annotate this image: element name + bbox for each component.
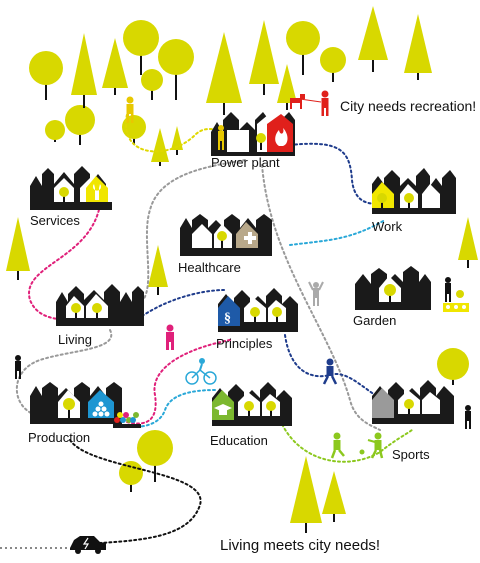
- tree-icon: [217, 231, 227, 248]
- round-tree: [45, 120, 65, 142]
- paragraph-icon: §: [224, 311, 231, 326]
- tree-icon: [272, 307, 282, 322]
- tree-icon: [59, 187, 69, 202]
- path-power-to-sports: [261, 164, 381, 431]
- conifer-tree: [171, 126, 183, 155]
- conifer-tree: [404, 14, 432, 80]
- round-tree: [141, 69, 163, 100]
- node-healthcare[interactable]: Healthcare: [178, 214, 272, 275]
- conifer-tree: [322, 471, 346, 522]
- node-label: Living: [58, 332, 92, 347]
- dog-icon: [290, 94, 305, 109]
- path-production-to-road: [69, 439, 202, 544]
- conifer-tree: [290, 456, 322, 533]
- conifer-tree: [148, 245, 168, 295]
- person-grey-icon: [308, 281, 324, 306]
- conifer-tree: [151, 128, 169, 166]
- dog-walker-icon: [299, 90, 329, 116]
- tree-icon: [92, 303, 102, 318]
- soccer-player-icon: [330, 432, 345, 459]
- tree-icon: [404, 193, 414, 208]
- node-label: Education: [210, 433, 268, 448]
- cross-icon: [244, 232, 256, 244]
- path-forest-to-power: [125, 109, 236, 153]
- ball-icon: [359, 449, 365, 455]
- gardener-icon: [445, 277, 464, 302]
- path-power-to-living: [134, 159, 246, 306]
- person-black-icon: [465, 405, 471, 429]
- person-icon: [218, 125, 224, 150]
- tree-icon: [256, 133, 266, 150]
- flame-icon: [275, 128, 288, 146]
- soccer-player-icon: [367, 432, 384, 459]
- round-tree: [65, 105, 95, 145]
- person-black-icon: [15, 355, 21, 379]
- path-living-to-production: [15, 329, 113, 416]
- conifer-tree: [102, 38, 128, 95]
- tree-icon: [404, 399, 414, 414]
- tree-icon: [250, 307, 260, 322]
- person-walking-navy-icon: [322, 358, 338, 385]
- conifer-tree: [206, 32, 242, 115]
- conifer-tree: [358, 6, 388, 72]
- flower-icons: [443, 303, 469, 312]
- round-tree: [137, 430, 173, 482]
- node-label: Garden: [353, 313, 396, 328]
- graduation-cap-icon: [214, 404, 232, 415]
- node-label: Services: [30, 213, 80, 228]
- tree-icon: [266, 401, 276, 416]
- path-living-to-principles: [129, 289, 226, 326]
- person-yellow-icon: [126, 96, 134, 123]
- wrench-icon: [93, 184, 101, 200]
- recreation-callout: City needs recreation!: [340, 98, 476, 114]
- tree-icon: [384, 284, 396, 302]
- path-healthcare-to-work: [289, 219, 386, 246]
- tree-icon: [377, 193, 387, 208]
- node-label: Work: [372, 219, 403, 234]
- conifer-tree: [249, 20, 279, 95]
- node-garden[interactable]: Garden: [353, 266, 469, 328]
- node-principles[interactable]: § Principles: [216, 288, 298, 351]
- conifer-tree: [458, 217, 478, 268]
- round-tree: [123, 20, 159, 75]
- round-tree: [119, 461, 143, 492]
- node-living[interactable]: Living: [56, 284, 144, 347]
- node-work[interactable]: Work: [372, 168, 456, 234]
- node-production[interactable]: Production: [28, 382, 141, 445]
- round-tree: [29, 51, 63, 100]
- node-label: Healthcare: [178, 260, 241, 275]
- node-label: Production: [28, 430, 90, 445]
- node-services[interactable]: Services: [30, 166, 112, 228]
- node-education[interactable]: Education: [210, 382, 292, 448]
- blocks-icon: [113, 412, 141, 428]
- conifer-tree: [6, 217, 30, 280]
- node-label: Sports: [392, 447, 430, 462]
- electric-car-icon: [70, 536, 106, 554]
- node-power-plant[interactable]: Power plant: [211, 112, 295, 170]
- node-sports[interactable]: Sports: [372, 380, 454, 462]
- cyclist-icon: [185, 358, 217, 385]
- round-tree: [286, 21, 320, 75]
- tree-icon: [71, 303, 81, 318]
- tree-icon: [63, 398, 75, 418]
- diagram-caption: Living meets city needs!: [220, 537, 380, 554]
- path-principles-to-production: [119, 339, 231, 425]
- round-tree: [158, 39, 194, 100]
- tree-icon: [244, 401, 254, 416]
- round-tree: [437, 348, 469, 385]
- node-label: Power plant: [211, 155, 280, 170]
- conifer-tree: [71, 33, 97, 108]
- conifer-tree: [277, 64, 297, 110]
- pyramid-icon: [92, 401, 110, 417]
- person-pink-icon: [166, 324, 174, 350]
- round-tree: [320, 47, 346, 82]
- node-label: Principles: [216, 336, 273, 351]
